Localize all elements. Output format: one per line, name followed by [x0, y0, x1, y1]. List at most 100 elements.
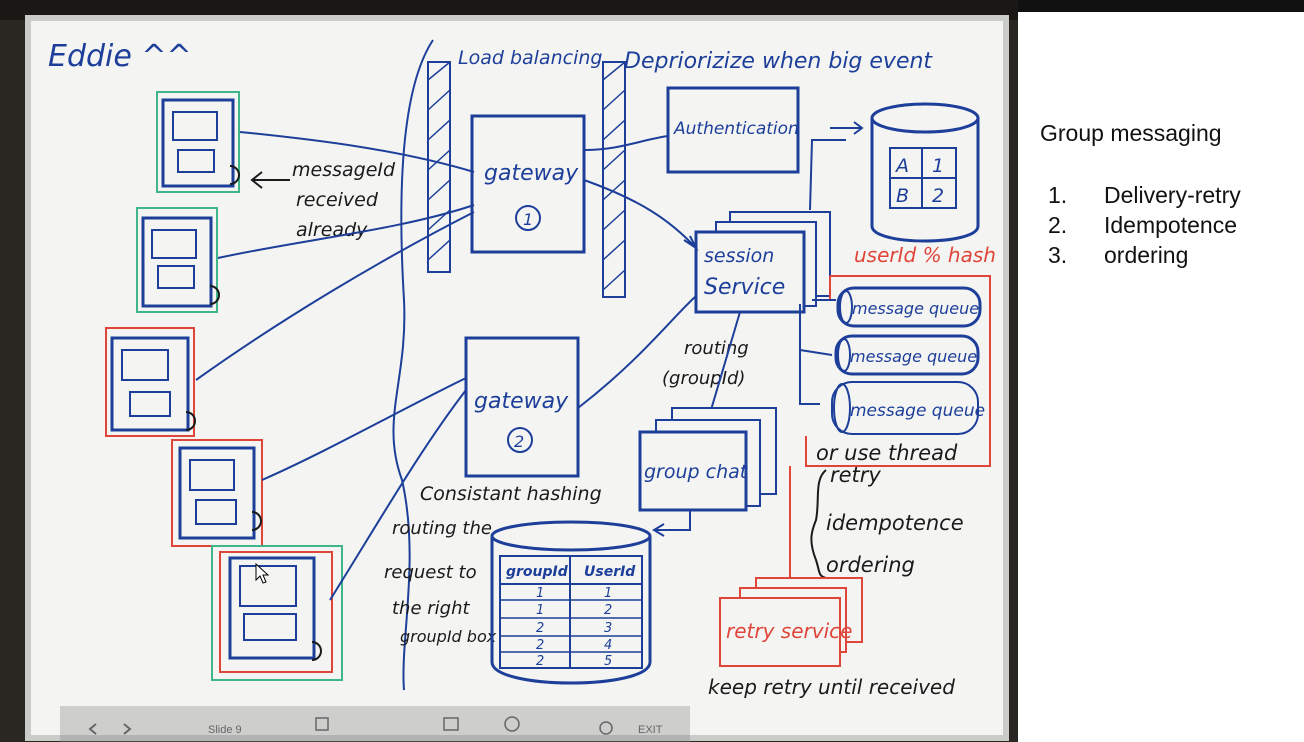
message-received-line-2: received	[296, 189, 379, 211]
message-received-line-1: messageId	[292, 159, 396, 181]
authentication-box: Authentication	[666, 86, 800, 174]
session-db-line	[809, 139, 846, 211]
session-label-line-1: session	[704, 245, 774, 267]
gateway-1: gateway 1	[470, 114, 586, 254]
list-item: 3. ordering	[1048, 240, 1241, 270]
list-item-number: 1.	[1048, 182, 1068, 208]
routing-label-line-2: (groupId)	[662, 368, 745, 389]
gateway-2-label: gateway	[474, 389, 569, 414]
list-item-text: Idempotence	[1104, 212, 1237, 238]
deprioritize-label: Depriorizize when big event	[624, 49, 933, 74]
session-groupchat-line	[707, 311, 741, 421]
message-received-line-3: already	[296, 219, 368, 241]
consistent-hashing-label: Consistant hashing	[420, 483, 602, 505]
slideshow-control-bar	[60, 706, 690, 742]
routing-note-line-4: groupId box	[400, 627, 497, 646]
pen-tool-icon[interactable]	[315, 717, 329, 731]
ack-arrow	[250, 171, 290, 189]
table-cell: 4	[604, 638, 612, 653]
client-gateway-lines	[195, 131, 475, 601]
session-label-line-2: Service	[704, 275, 785, 300]
routing-note-line-2: request to	[384, 562, 477, 583]
db-cell-a: A	[894, 155, 909, 177]
table-cell: 2	[536, 621, 544, 636]
table-cell: 5	[604, 654, 612, 669]
mouse-cursor-icon	[255, 562, 270, 584]
message-queue-3: message queue	[831, 381, 985, 435]
table-cell: 1	[536, 603, 544, 618]
list-item-text: Delivery-retry	[1104, 182, 1241, 208]
auth-db-arrow	[830, 121, 864, 135]
load-balancer-boundary	[392, 39, 434, 691]
next-slide-icon[interactable]	[123, 723, 132, 735]
exit-button[interactable]: EXIT	[638, 724, 663, 736]
prev-slide-icon[interactable]	[88, 723, 97, 735]
panel-list: 1. Delivery-retry 2. Idempotence 3. orderin…	[1048, 180, 1241, 270]
client-device-2	[136, 207, 220, 313]
group-database: groupId UserId 1 1 1 2 2 3 2 4 2 5	[490, 520, 652, 685]
db-cell-b: B	[896, 185, 909, 207]
thread-bracket	[810, 469, 827, 579]
table-header-groupid: groupId	[506, 564, 569, 580]
queue-red-bracket	[805, 275, 991, 467]
table-cell: 1	[604, 586, 612, 601]
session-queue-lines	[799, 299, 836, 405]
session-service: session Service	[694, 211, 831, 314]
thread-item-idempotence: idempotence	[826, 511, 964, 535]
message-queue-1-label: message queue	[852, 299, 979, 318]
load-balancing-label: Load balancing	[458, 47, 602, 69]
list-item-number: 3.	[1048, 242, 1068, 268]
gateway-1-number: 1	[523, 210, 533, 229]
routing-label-line-1: routing	[684, 338, 749, 359]
authentication-label: Authentication	[673, 119, 799, 139]
client-device-1	[156, 91, 240, 193]
list-item: 1. Delivery-retry	[1048, 180, 1241, 210]
panel-title: Group messaging	[1040, 120, 1222, 146]
userid-hash-label: userId % hash	[854, 243, 996, 267]
message-queue-2: message queue	[834, 334, 980, 376]
gateway-2-number: 2	[514, 432, 524, 451]
client-device-3	[105, 327, 196, 437]
thread-item-ordering: ordering	[826, 553, 915, 577]
gateway-1-label: gateway	[484, 161, 579, 186]
whiteboard-photo: Eddie ^^ Load balancing Depriorizize whe…	[0, 0, 1018, 742]
group-chat-label: group chat	[644, 461, 749, 483]
grid-view-icon[interactable]	[443, 717, 459, 731]
table-cell: 2	[536, 654, 544, 669]
table-cell: 1	[536, 586, 544, 601]
table-cell: 2	[536, 638, 544, 653]
group-chat-service: group chat	[638, 407, 777, 512]
notes-panel: Group messaging 1. Delivery-retry 2. Idemp…	[1018, 12, 1304, 742]
groupchat-table-arrow	[652, 510, 691, 537]
pointer-icon[interactable]	[504, 716, 520, 732]
list-item-text: ordering	[1104, 242, 1189, 268]
settings-gear-icon[interactable]	[599, 721, 613, 735]
gateway-auth-line	[583, 135, 669, 151]
client-device-5	[211, 545, 343, 681]
gateway1-session-arrow	[583, 179, 699, 251]
table-header-userid: UserId	[584, 564, 636, 580]
author-label: Eddie ^^	[48, 39, 192, 74]
retry-service-label: retry service	[726, 619, 852, 643]
db-cell-2: 2	[932, 185, 944, 207]
table-cell: 3	[604, 621, 612, 636]
auth-database: A 1 B 2	[870, 102, 980, 243]
list-item: 2. Idempotence	[1048, 210, 1241, 240]
db-cell-1: 1	[932, 155, 944, 177]
slide-number-label: Slide 9	[208, 724, 242, 736]
table-cell: 2	[604, 603, 612, 618]
or-use-thread-label: or use thread	[816, 441, 958, 465]
list-item-number: 2.	[1048, 212, 1068, 238]
routing-note-line-1: routing the	[392, 518, 492, 539]
gateway-2: gateway 2	[464, 336, 580, 478]
thread-item-retry: retry	[830, 463, 881, 487]
message-queue-1: message queue	[836, 286, 982, 328]
message-queue-2-label: message queue	[850, 347, 977, 366]
gateway2-session-line	[577, 295, 697, 409]
load-balancer-bar-right	[602, 61, 626, 298]
keep-retry-label: keep retry until received	[708, 675, 955, 699]
retry-service: retry service	[719, 577, 863, 667]
message-queue-3-label: message queue	[850, 401, 985, 421]
routing-note-line-3: the right	[392, 598, 470, 619]
load-balancer-bar-left	[427, 61, 451, 273]
